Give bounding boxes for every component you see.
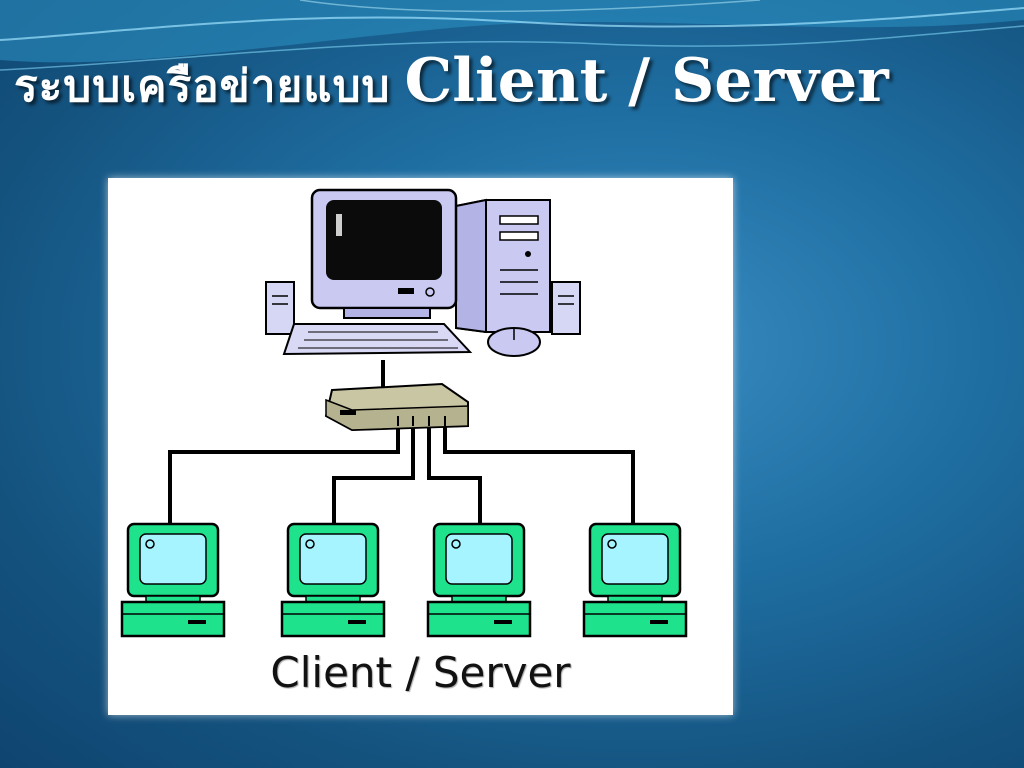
- network-diagram: Client / Server: [108, 178, 733, 715]
- diagram-graphic: [120, 188, 688, 638]
- client-computer-icon: [582, 522, 688, 638]
- title-thai: ระบบเครือข่ายแบบ: [14, 61, 391, 112]
- client-computer-icon: [280, 522, 386, 638]
- hub-icon: [324, 382, 469, 432]
- client-computer-icon: [120, 522, 226, 638]
- slide-title: ระบบเครือข่ายแบบ Client / Server: [14, 46, 1014, 126]
- decorative-waves: [0, 0, 1024, 71]
- title-english: Client / Server: [404, 46, 889, 116]
- diagram-caption: Client / Server: [270, 648, 571, 697]
- network-cables: [168, 360, 635, 524]
- server-computer-icon: [265, 188, 581, 357]
- client-computer-icon: [426, 522, 532, 638]
